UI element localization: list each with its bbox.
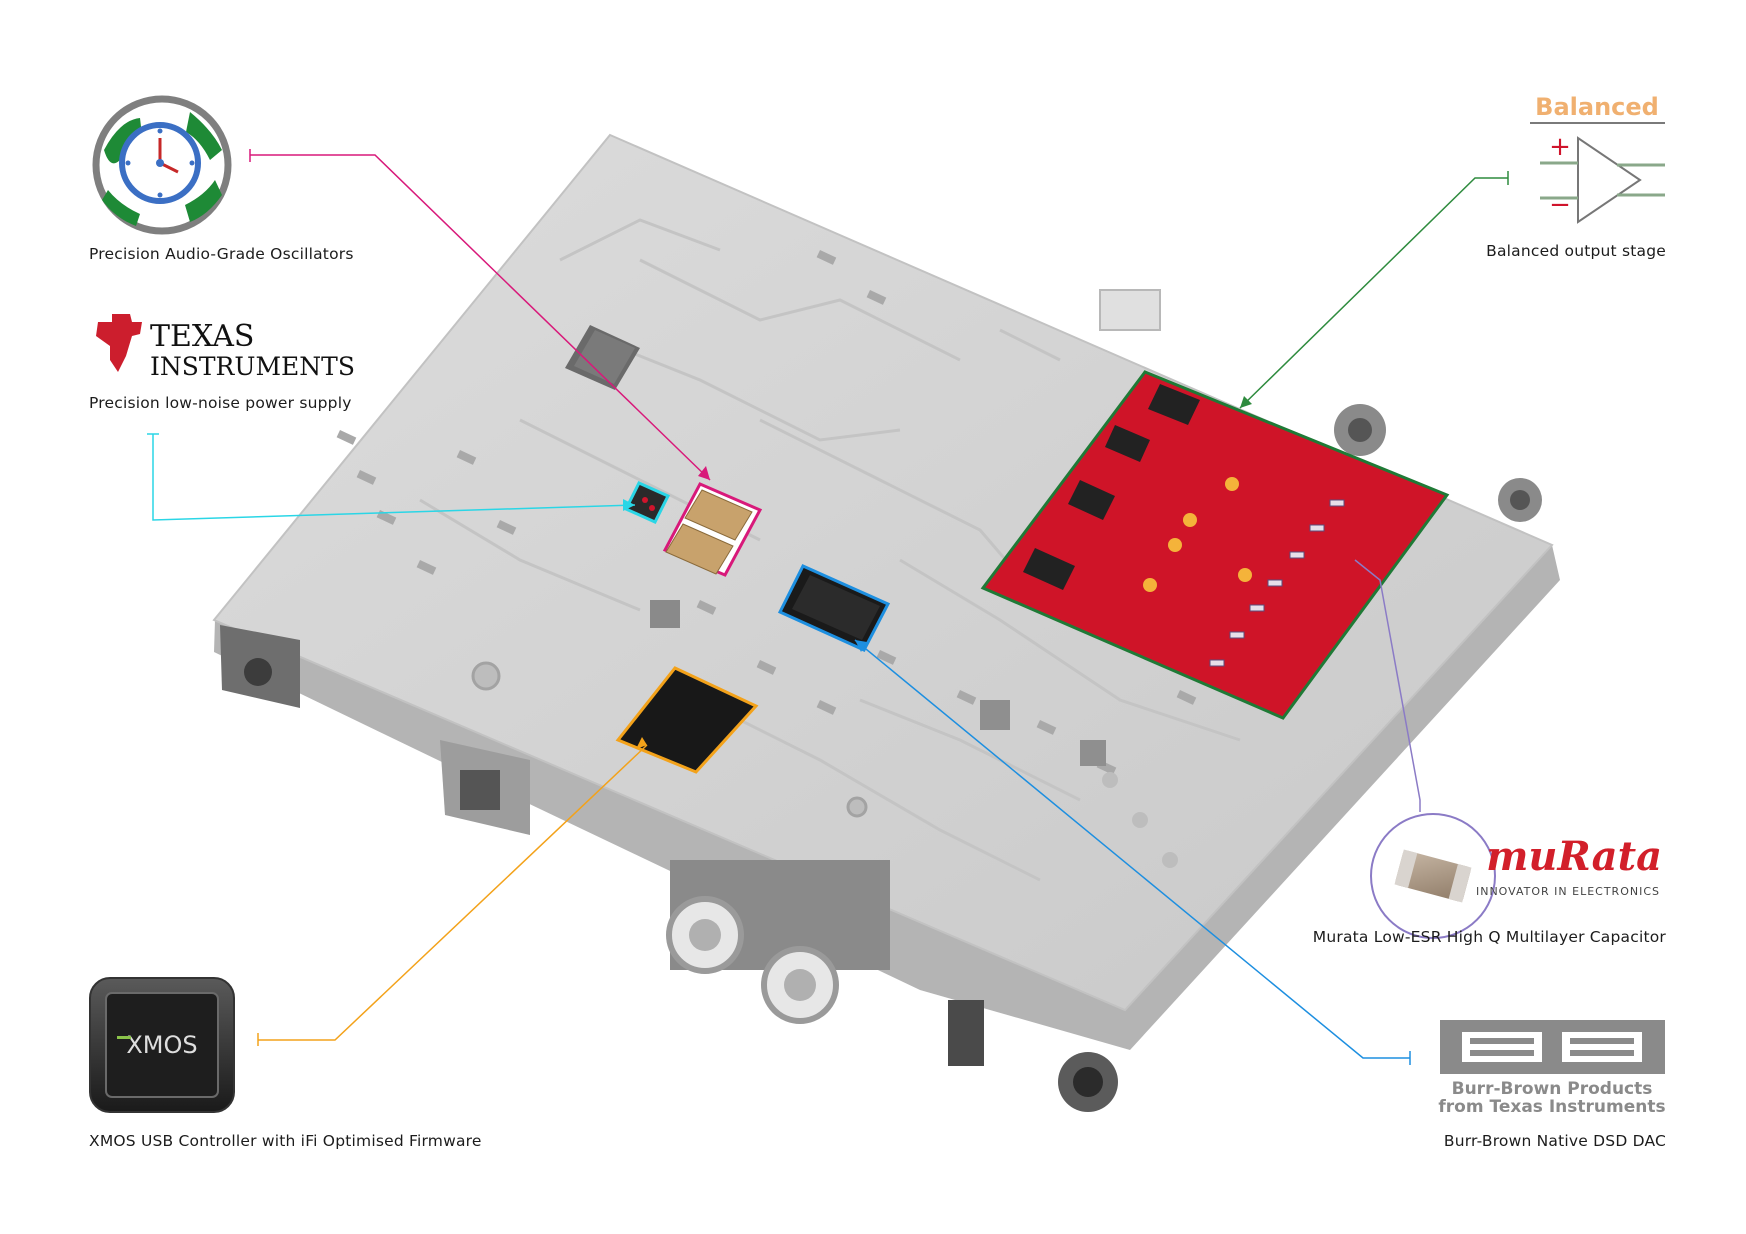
xmos-chip-icon: XMOS: [89, 977, 235, 1113]
murata-caption: Murata Low-ESR High Q Multilayer Capacit…: [1312, 928, 1666, 946]
murata-logo-name: muRata: [1486, 833, 1662, 880]
xmos-leader-line: [258, 744, 648, 1041]
ti-logo-line1: TEXAS: [150, 319, 254, 354]
capacitor-icon: [1370, 813, 1496, 939]
pcb-board: [212, 133, 1560, 1112]
ti-logo-line2: INSTRUMENTS: [150, 352, 355, 381]
power-supply-caption: Precision low-noise power supply: [89, 394, 352, 412]
xmos-highlight[interactable]: [615, 666, 759, 774]
burr-brown-logo-icon: Burr-Brown Products from Texas Instrumen…: [1438, 1020, 1666, 1117]
xmos-caption: XMOS USB Controller with iFi Optimised F…: [89, 1132, 482, 1150]
clock-globe-icon: [92, 95, 232, 235]
murata-logo-tagline: INNOVATOR IN ELECTRONICS: [1476, 885, 1660, 898]
dac-highlight[interactable]: [777, 564, 891, 652]
callout-lines: [147, 149, 1509, 1065]
balanced-output-caps: [1209, 499, 1345, 667]
dac-caption: Burr-Brown Native DSD DAC: [1443, 1132, 1666, 1150]
oscillators-leader-line: [250, 154, 711, 481]
xmos-logo-text: XMOS: [126, 1031, 197, 1059]
pcb-qfp-chip: [565, 325, 640, 390]
power-supply-leader-line: [152, 434, 636, 521]
balanced-amp-icon: Balanced + −: [1530, 93, 1665, 224]
balanced-leader-line: [1239, 177, 1508, 409]
balanced-minus-sign: −: [1549, 190, 1571, 220]
balanced-caption: Balanced output stage: [1486, 242, 1666, 260]
xmos-arrowhead: [636, 737, 647, 749]
oscillators-arrowhead: [698, 466, 710, 480]
pcb-edge: [214, 545, 1560, 1050]
balanced-output-highlight[interactable]: [980, 370, 1450, 720]
dac-leader-line: [854, 639, 1410, 1059]
murata-leader-line: [1354, 559, 1421, 812]
balanced-plus-sign: +: [1549, 132, 1571, 162]
balanced-arrowhead: [1240, 396, 1252, 408]
balanced-title: Balanced: [1535, 93, 1659, 121]
oscillators-caption: Precision Audio-Grade Oscillators: [89, 245, 354, 263]
bb-logo-line1: Burr-Brown Products: [1452, 1079, 1653, 1099]
murata-logo: muRata INNOVATOR IN ELECTRONICS: [1476, 833, 1662, 898]
oscillators-highlight[interactable]: [662, 482, 763, 577]
power-supply-highlight[interactable]: [623, 481, 671, 524]
dac-arrowhead: [855, 640, 867, 652]
balanced-output-chips: [1023, 384, 1200, 590]
power-supply-arrowhead: [623, 499, 635, 511]
pcb-connectors: [220, 289, 1542, 1112]
ti-logo-icon: TEXAS INSTRUMENTS: [96, 314, 355, 381]
balanced-output-testpoints: [1143, 477, 1252, 592]
callout-arrowheads: [623, 396, 1252, 749]
bb-logo-line2: from Texas Instruments: [1438, 1097, 1665, 1117]
pcb-smd-parts: [336, 249, 1197, 868]
